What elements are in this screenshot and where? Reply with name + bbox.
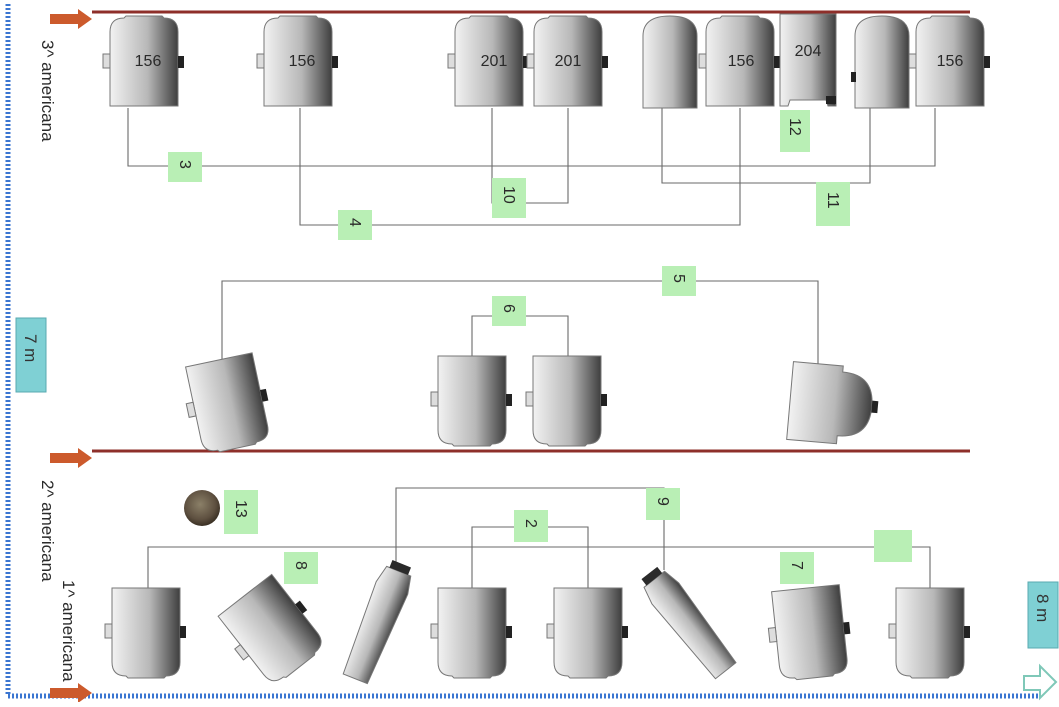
device-number: 156 xyxy=(728,53,755,70)
first-row-devices xyxy=(104,490,971,692)
connection-tag: 9 xyxy=(646,488,680,520)
connection-tag: 4 xyxy=(338,210,372,240)
connection-tag-label: 6 xyxy=(500,304,517,313)
connection-tag-label: 4 xyxy=(346,218,363,227)
connection-tag: 13 xyxy=(224,490,258,534)
device-number: 201 xyxy=(481,53,508,70)
connection-tag: 5 xyxy=(662,266,696,296)
sphere-icon xyxy=(184,490,220,526)
device-number: 156 xyxy=(289,53,316,70)
device-number: 156 xyxy=(937,53,964,70)
row-label-third: 3^ americana xyxy=(38,40,57,142)
stage-border xyxy=(5,4,1040,699)
machine-head-icon xyxy=(178,351,278,458)
machine-head-icon xyxy=(430,587,513,679)
arrow-right-icon xyxy=(50,9,92,29)
connection-tag-label: 12 xyxy=(786,118,803,136)
machine-head-icon xyxy=(888,587,971,679)
dimension-width-badge: 7 m xyxy=(15,317,47,393)
arrow-right-icon xyxy=(50,448,92,468)
machine-head-icon xyxy=(764,583,856,683)
connection-tag-label: 9 xyxy=(654,497,671,506)
connection-tag: 11 xyxy=(816,182,850,226)
dimension-depth-label: 8 m xyxy=(1033,594,1052,622)
row-label-second: 2^ americana xyxy=(38,480,57,582)
connection-tag-label: 2 xyxy=(522,519,539,528)
device-number: 204 xyxy=(795,43,822,60)
machine-head-icon xyxy=(339,556,418,686)
device-number: 156 xyxy=(135,53,162,70)
machine-head-icon xyxy=(525,355,608,447)
machine-head-icon xyxy=(779,13,837,107)
connection-tag-label: 11 xyxy=(824,192,841,209)
connection-tag: 6 xyxy=(492,296,526,326)
machine-head-icon xyxy=(430,355,513,447)
connection-tag: 12 xyxy=(780,110,810,152)
second-row-devices xyxy=(178,351,879,458)
arrow-right-icon xyxy=(50,683,92,703)
dimension-depth-badge: 8 m xyxy=(1027,581,1059,649)
connection-tag-label: 10 xyxy=(500,186,517,204)
machine-head-icon xyxy=(546,587,629,679)
machine-head-icon xyxy=(786,361,879,445)
connection-tags: 3 4 10 11 12 5 6 2 xyxy=(168,110,912,584)
dimension-width-label: 7 m xyxy=(21,334,40,362)
connection-wires xyxy=(127,108,936,590)
device-number: 201 xyxy=(555,53,582,70)
connection-tag-blank xyxy=(874,530,912,562)
corner-arrow-icon xyxy=(1023,663,1058,701)
machine-head-icon xyxy=(212,570,333,692)
connection-tag: 10 xyxy=(492,178,526,218)
connection-tag-label: 5 xyxy=(670,274,687,283)
connection-tag: 7 xyxy=(780,552,814,584)
row-label-first: 1^ americana xyxy=(59,580,78,682)
third-row-devices: 156 156 201 201 156 204 156 xyxy=(102,13,991,109)
machine-head-icon xyxy=(642,15,698,109)
connection-tag: 3 xyxy=(168,152,202,182)
machine-head-icon xyxy=(104,587,187,679)
connection-tag: 2 xyxy=(514,510,548,542)
machine-head-icon xyxy=(635,562,740,682)
machine-head-icon xyxy=(851,15,910,109)
connection-tag-label: 13 xyxy=(232,500,249,518)
connection-tag: 8 xyxy=(284,552,318,584)
connection-tag-label: 8 xyxy=(292,561,309,570)
connection-tag-label: 7 xyxy=(788,561,805,570)
connection-tag-label: 3 xyxy=(176,160,193,169)
